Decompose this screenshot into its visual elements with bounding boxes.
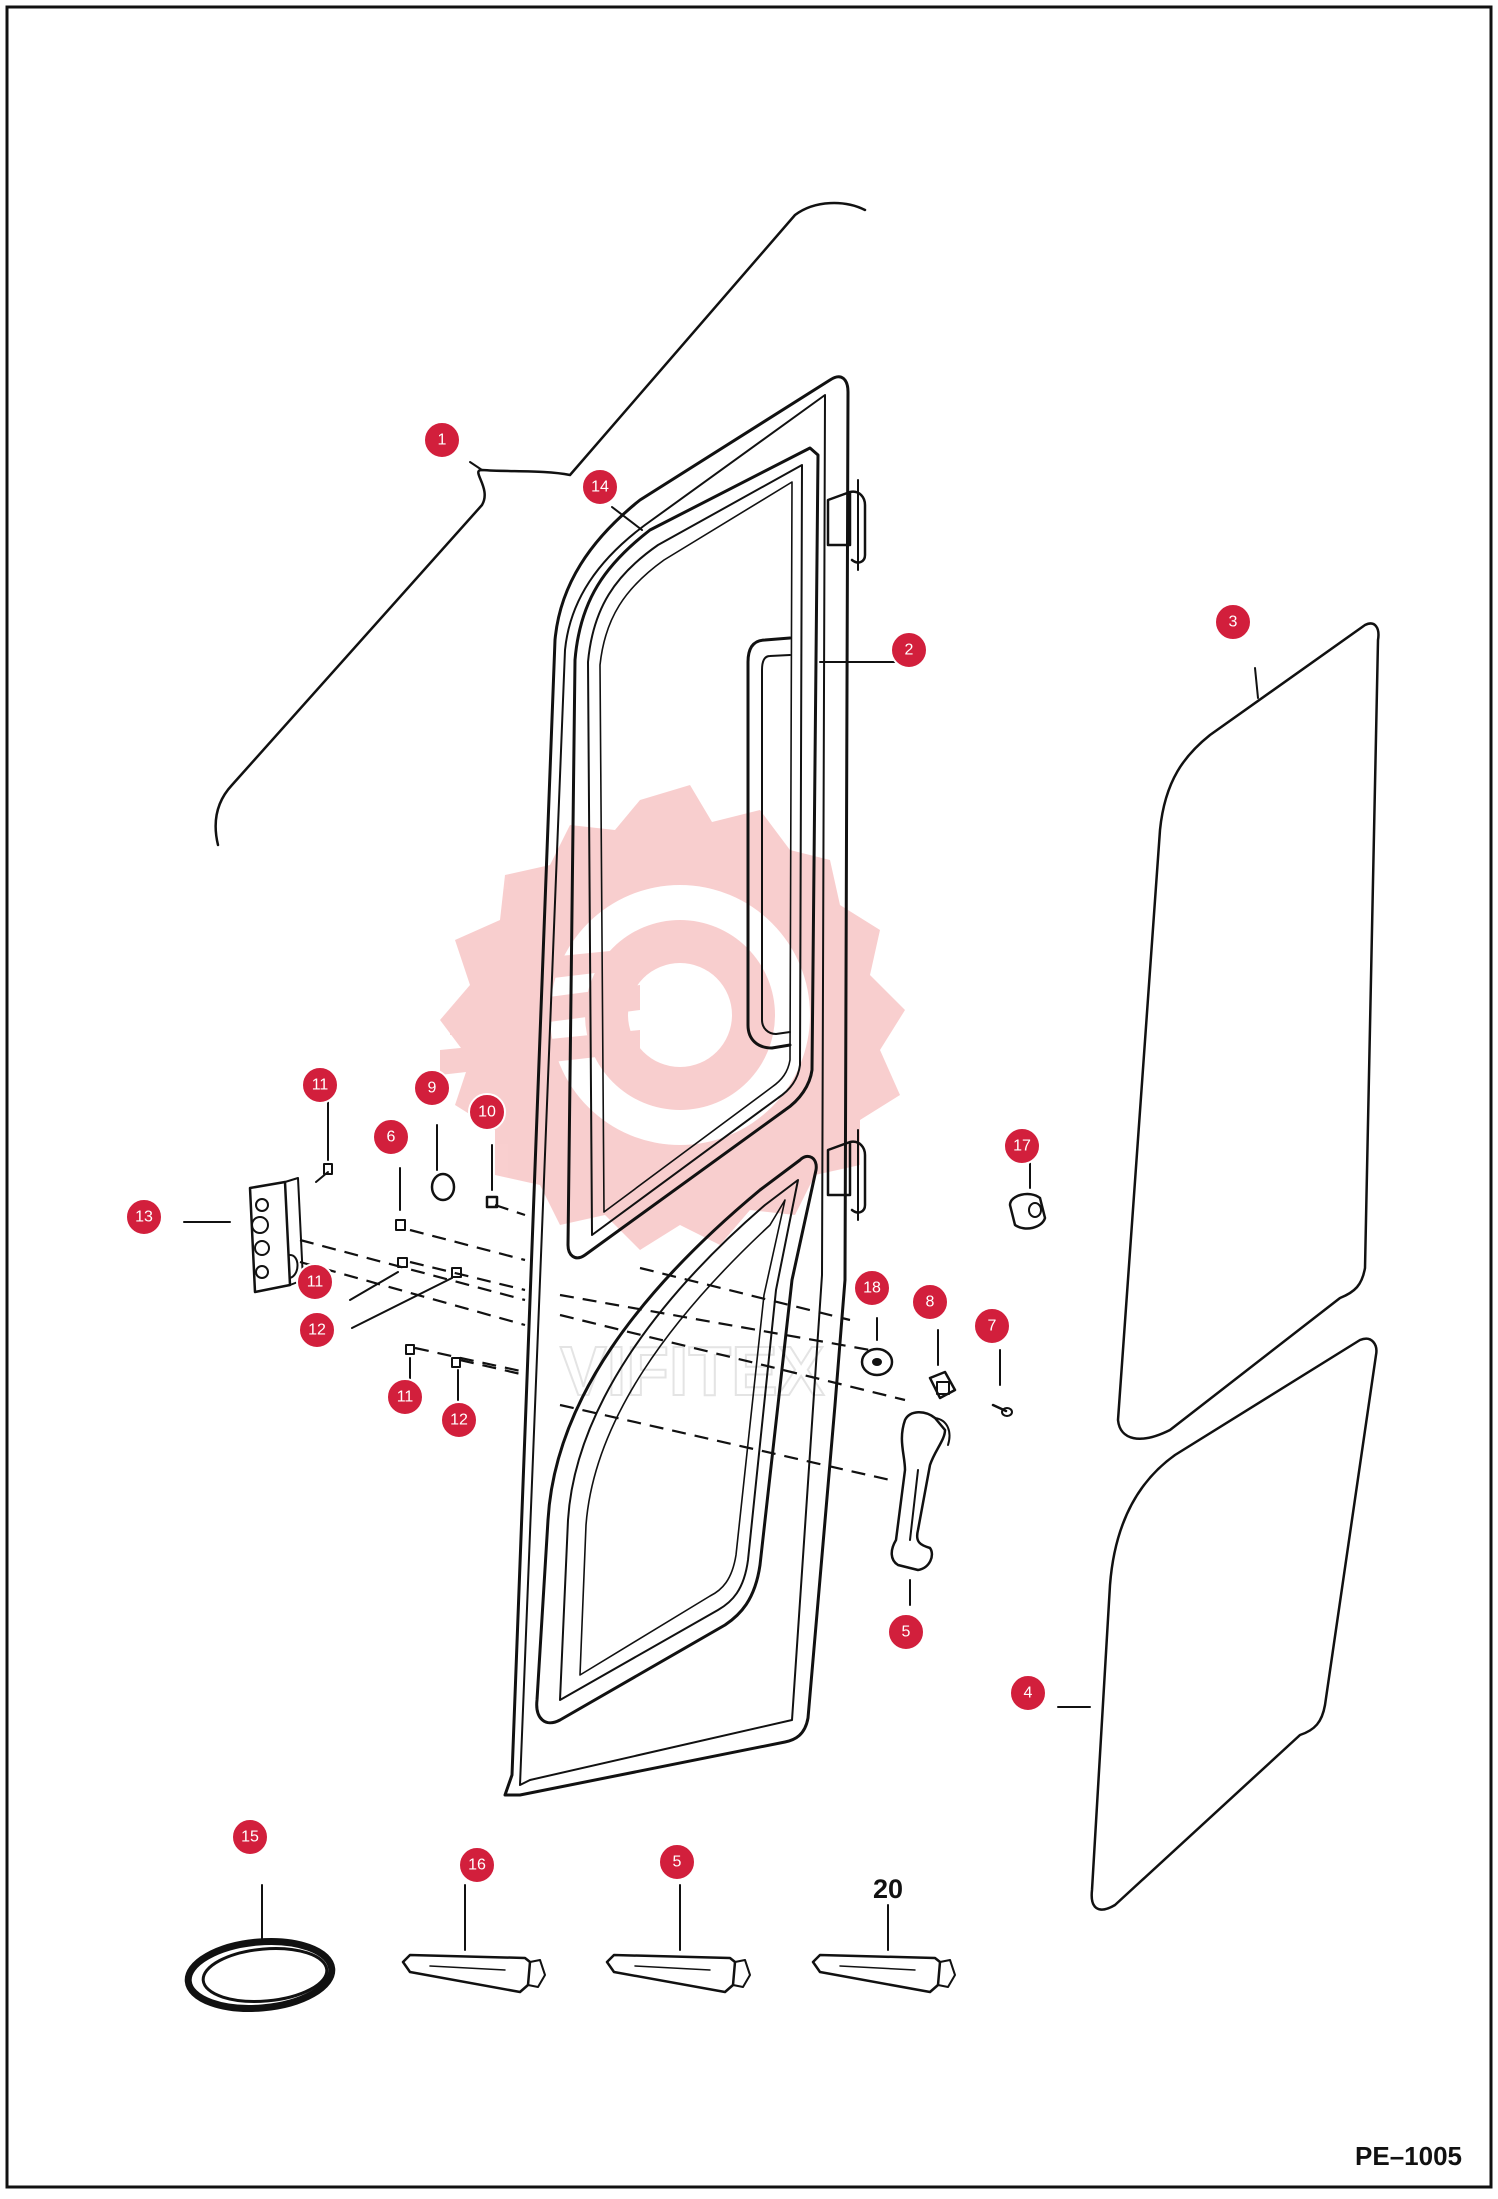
callout-badge[interactable]: 6 xyxy=(372,1118,410,1156)
callout-badge[interactable]: 16 xyxy=(458,1846,496,1884)
assembly-lines xyxy=(299,1203,906,1482)
callout-badge[interactable]: 12 xyxy=(440,1401,478,1439)
svg-text:9: 9 xyxy=(428,1080,437,1097)
svg-text:7: 7 xyxy=(988,1318,997,1335)
svg-text:11: 11 xyxy=(397,1389,414,1406)
callout-badge[interactable]: 11 xyxy=(296,1263,334,1301)
callout-badge[interactable]: 5 xyxy=(658,1843,696,1881)
seal-coil xyxy=(184,1884,336,2012)
callout-badge[interactable]: 17 xyxy=(1003,1127,1041,1165)
svg-text:4: 4 xyxy=(1024,1685,1033,1702)
svg-text:5: 5 xyxy=(902,1624,911,1641)
svg-text:5: 5 xyxy=(673,1854,682,1871)
svg-text:12: 12 xyxy=(308,1322,326,1339)
svg-text:13: 13 xyxy=(135,1209,153,1226)
callout-badge[interactable]: 10 xyxy=(468,1093,506,1131)
svg-text:12: 12 xyxy=(450,1412,468,1429)
leader-3 xyxy=(1254,667,1259,699)
svg-text:14: 14 xyxy=(591,479,609,496)
door-handle xyxy=(890,1411,951,1606)
callout-badge[interactable]: 18 xyxy=(853,1269,891,1307)
svg-text:1: 1 xyxy=(438,432,447,449)
leader-1 xyxy=(469,461,483,471)
cab-outline-curve xyxy=(214,201,867,847)
part-label-20: 20 xyxy=(873,1874,903,1904)
callout-badge[interactable]: 13 xyxy=(125,1198,163,1236)
watermark-logo: VIFITEX xyxy=(440,785,905,1411)
lower-glass-panel xyxy=(1090,1337,1378,1911)
tube-19 xyxy=(605,1884,751,1994)
svg-text:11: 11 xyxy=(307,1274,324,1291)
svg-text:11: 11 xyxy=(312,1077,329,1094)
callout-badge[interactable]: 14 xyxy=(581,468,619,506)
callout-badge[interactable]: 5 xyxy=(887,1613,925,1651)
callout-badge[interactable]: 4 xyxy=(1009,1674,1047,1712)
latch-assembly xyxy=(183,1177,304,1294)
svg-text:17: 17 xyxy=(1013,1138,1031,1155)
upper-glass-panel xyxy=(1116,622,1380,1440)
callout-badge[interactable]: 1 xyxy=(423,421,461,459)
callout-badge[interactable]: 7 xyxy=(973,1307,1011,1345)
callout-badge[interactable]: 12 xyxy=(298,1311,336,1349)
svg-text:2: 2 xyxy=(905,642,914,659)
callout-badge[interactable]: 9 xyxy=(413,1069,451,1107)
handle-hardware xyxy=(860,1159,1047,1417)
svg-text:16: 16 xyxy=(468,1857,486,1874)
door-frame xyxy=(503,375,901,1797)
svg-text:3: 3 xyxy=(1229,614,1238,631)
tube-16 xyxy=(401,1884,546,1994)
callout-badges: 1 14 2 3 11 9 10 6 17 13 11 12 18 8 7 11… xyxy=(125,421,1252,1884)
svg-text:18: 18 xyxy=(863,1280,881,1297)
callout-badge[interactable]: 3 xyxy=(1214,603,1252,641)
drawing-border xyxy=(5,5,1493,2189)
callout-badge[interactable]: 11 xyxy=(301,1066,339,1104)
callout-badge[interactable]: 2 xyxy=(890,631,928,669)
tube-20: 20 xyxy=(811,1874,956,1994)
svg-text:8: 8 xyxy=(926,1294,935,1311)
callout-badge[interactable]: 8 xyxy=(911,1283,949,1321)
callout-badge[interactable]: 11 xyxy=(386,1378,424,1416)
drawing-code: PE–1005 xyxy=(1355,2141,1462,2171)
callout-badge[interactable]: 15 xyxy=(231,1818,269,1856)
svg-text:15: 15 xyxy=(241,1829,259,1846)
svg-text:6: 6 xyxy=(387,1129,396,1146)
svg-text:10: 10 xyxy=(478,1104,496,1121)
